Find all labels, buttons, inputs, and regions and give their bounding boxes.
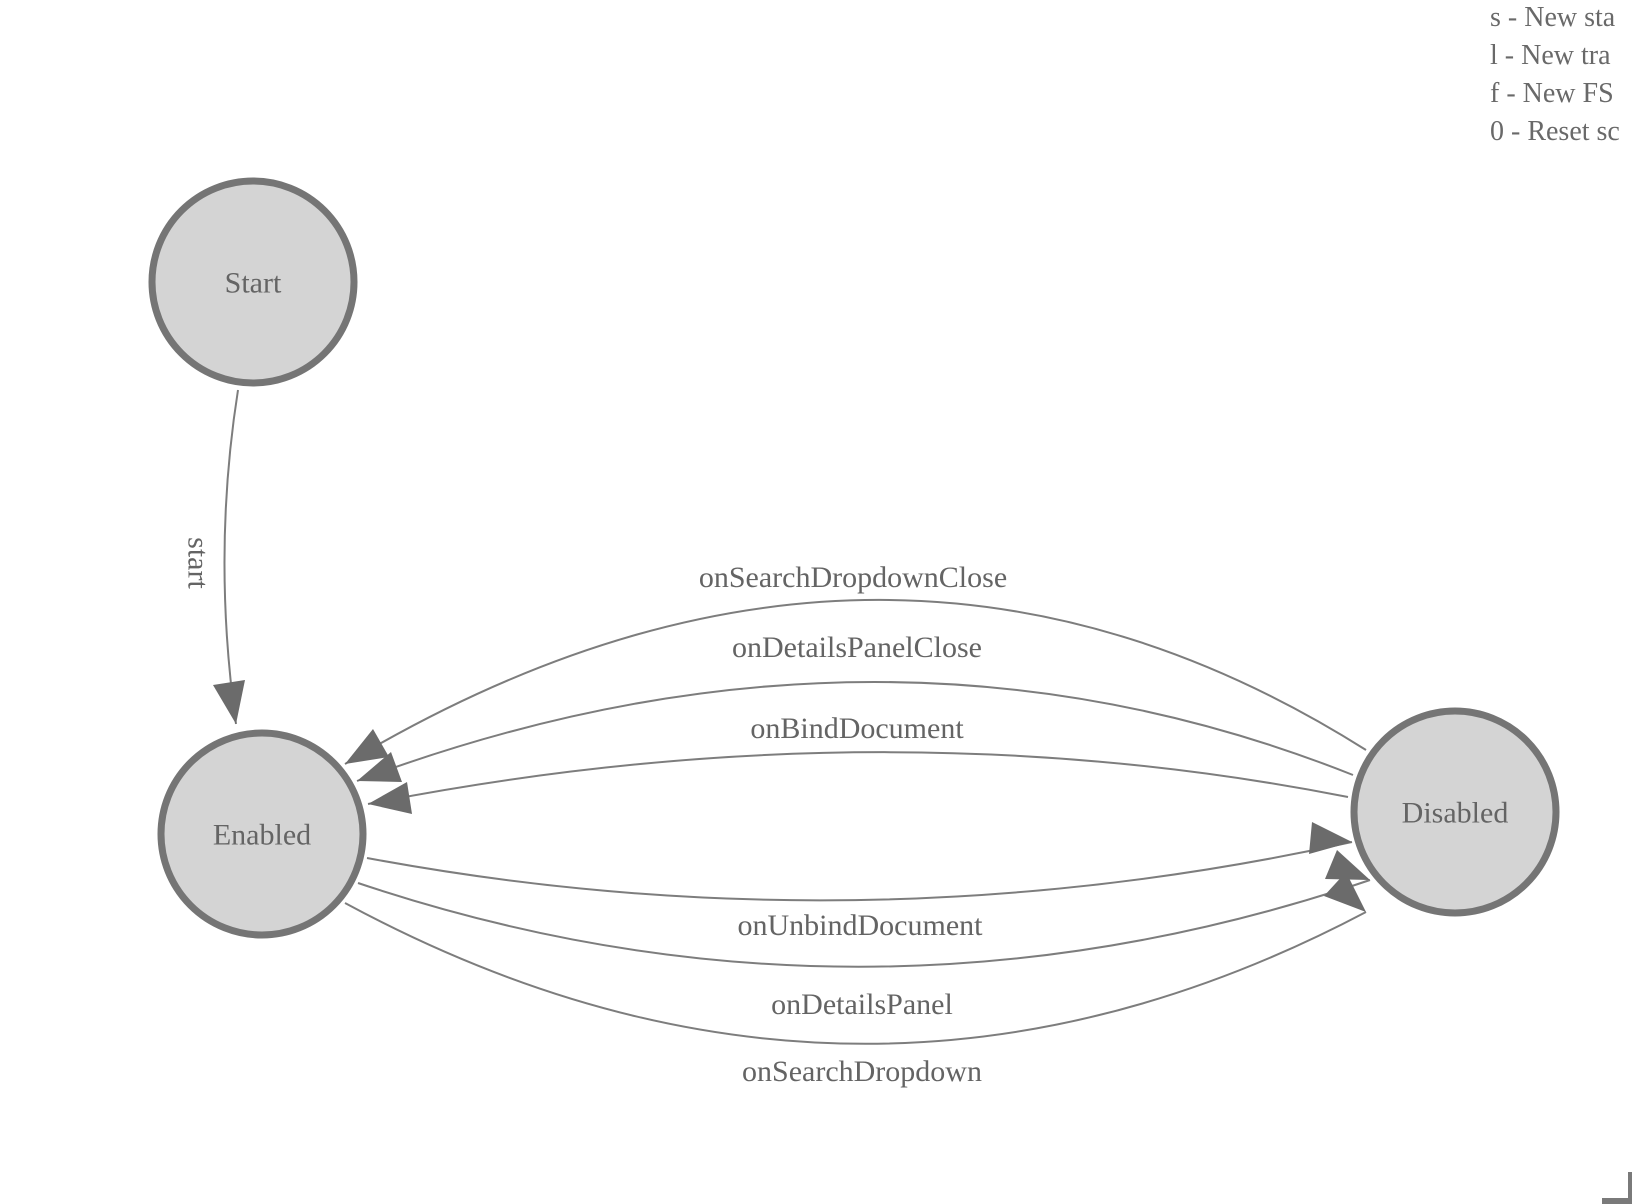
corner-frame-horizontal [1602,1198,1632,1204]
transition-label-onDetailsPanel: onDetailsPanel [771,988,953,1021]
legend-item-new-fsm: f - New FS [1490,78,1614,109]
transition-label-onSearchDropdownClose: onSearchDropdownClose [699,561,1007,594]
legend-item-new-transition: l - New tra [1490,40,1611,71]
viewport-corner-frame [1602,1172,1632,1204]
transition-arrowhead [357,752,402,782]
transition-curve[interactable] [344,902,1367,1045]
transition-edge-onDetailsPanelClose[interactable]: onDetailsPanelClose [356,631,1354,782]
transition-edge-start[interactable]: start [182,389,246,725]
transition-edge-onSearchDropdown[interactable]: onSearchDropdown [344,872,1367,1088]
legend-item-new-state: s - New sta [1490,2,1616,33]
transition-label-onUnbindDocument: onUnbindDocument [738,909,984,942]
transition-edge-onUnbindDocument[interactable]: onUnbindDocument [366,822,1353,942]
transition-edge-onSearchDropdownClose[interactable]: onSearchDropdownClose [344,561,1367,765]
transition-arrowhead [345,729,389,764]
state-node-start[interactable]: Start [148,177,358,387]
shortcut-legend: s - New sta l - New tra f - New FS 0 - R… [1490,2,1620,147]
state-node-disabled[interactable]: Disabled [1350,707,1560,917]
transition-label-onDetailsPanelClose: onDetailsPanelClose [732,631,982,664]
state-circle-enabled[interactable] [157,729,367,939]
transition-curve[interactable] [344,599,1367,765]
state-node-enabled[interactable]: Enabled [157,729,367,939]
transition-curve[interactable] [357,879,1371,968]
transition-curve[interactable] [356,680,1354,782]
state-circle-start[interactable] [148,177,358,387]
transition-arrowhead [1325,850,1370,880]
transition-arrowhead [213,680,245,724]
transition-arrowhead [368,782,412,814]
transition-curve[interactable] [366,841,1353,902]
transition-curve[interactable] [367,751,1349,805]
transition-arrowhead [1324,872,1366,912]
transition-label-onBindDocument: onBindDocument [750,712,964,745]
transition-label-onSearchDropdown: onSearchDropdown [742,1055,982,1088]
transition-edge-onBindDocument[interactable]: onBindDocument [367,712,1349,814]
corner-frame-vertical [1628,1172,1632,1204]
state-label-start: Start [225,267,282,300]
transition-edge-onDetailsPanel[interactable]: onDetailsPanel [357,850,1371,1021]
transition-label-start: start [182,537,215,589]
state-label-enabled: Enabled [213,819,311,852]
transition-arrowhead [1309,822,1352,854]
state-label-disabled: Disabled [1402,797,1509,830]
transition-curve[interactable] [223,389,239,725]
state-circle-disabled[interactable] [1350,707,1560,917]
legend-item-reset: 0 - Reset sc [1490,116,1620,147]
